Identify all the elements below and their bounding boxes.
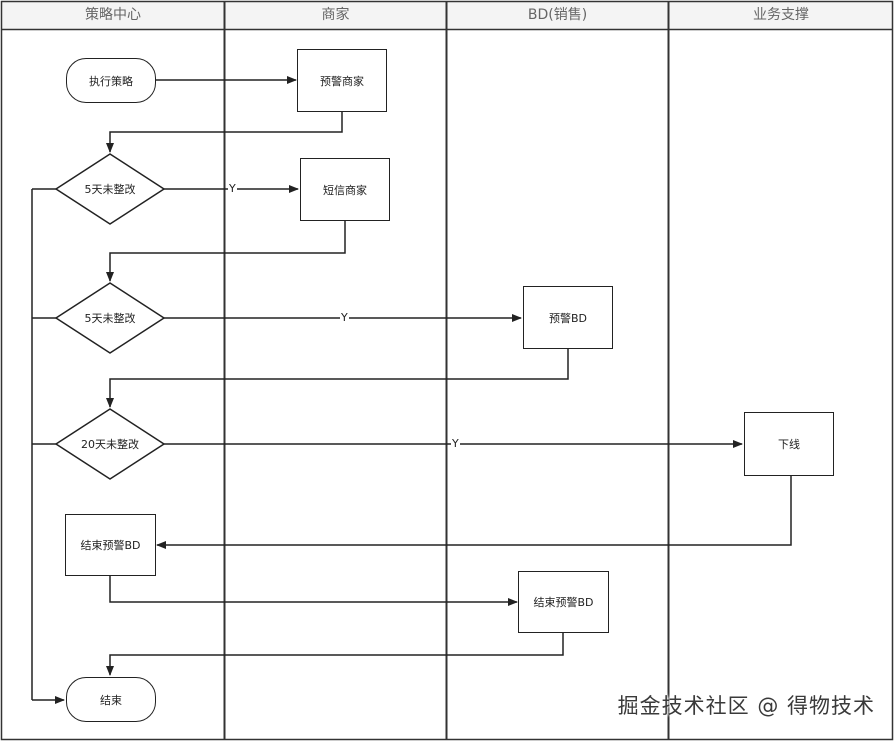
decision-diamond-3 (54, 408, 166, 480)
lane-header-strategy: 策略中心 (2, 2, 224, 29)
warn-merchant-box: 预警商家 (297, 49, 387, 112)
warn-bd-box: 预警BD (523, 286, 613, 349)
lane-header-support: 业务支撑 (669, 2, 893, 29)
edge-sms-to-d2 (106, 221, 346, 282)
lane-header-merchant: 商家 (225, 2, 446, 29)
edge-label-y-2: Y (340, 311, 349, 324)
edge-sales-to-end (106, 632, 564, 676)
end-warn-bd-strategy-box: 结束预警BD (65, 514, 156, 576)
lane-header-bd: BD(销售) (447, 2, 668, 29)
offline-box: 下线 (744, 412, 834, 476)
start-terminal: 执行策略 (66, 58, 156, 103)
edge-end-warn-bd-to-sales (109, 576, 518, 606)
decision-label-1: 5天未整改 (84, 183, 136, 196)
edge-warn-merchant-to-d1 (106, 112, 343, 153)
decision-diamond-1 (54, 153, 166, 225)
edge-label-y-1: Y (228, 182, 237, 195)
watermark-text: 掘金技术社区 @ 得物技术 (617, 694, 875, 718)
decision-label-2: 5天未整改 (84, 312, 136, 325)
end-warn-bd-sales-box: 结束预警BD (518, 571, 609, 633)
decision-diamond-2 (54, 282, 166, 354)
end-terminal: 结束 (66, 677, 156, 722)
edge-offline-to-end-warn-bd (156, 476, 792, 549)
sms-merchant-box: 短信商家 (300, 158, 390, 221)
edge-warn-bd-to-d3 (106, 349, 569, 408)
edge-label-y-3: Y (451, 437, 460, 450)
decision-label-3: 20天未整改 (81, 438, 139, 451)
